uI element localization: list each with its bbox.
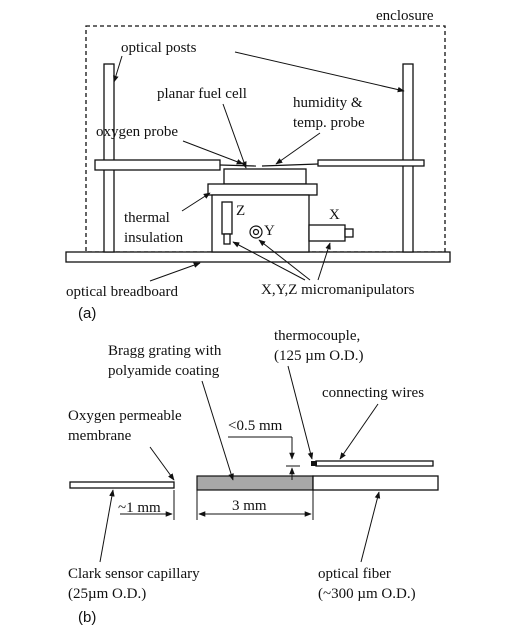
- optical-post-right: [402, 63, 414, 253]
- humidity-label-line2: temp. probe: [293, 115, 365, 131]
- thermocouple-label-line1: thermocouple,: [274, 328, 360, 344]
- micro-leader-y: [258, 239, 311, 281]
- axis-x-label: X: [329, 207, 340, 223]
- thermocouple-label-line2: (125 µm O.D.): [274, 348, 363, 364]
- panel-a-label: (a): [78, 305, 96, 322]
- optical-posts-label: optical posts: [121, 40, 197, 56]
- breadboard-leader: [149, 262, 201, 282]
- micro-leader-x: [317, 242, 331, 281]
- part-b-sensor: thermocouple, (125 µm O.D.) Bragg gratin…: [68, 328, 439, 626]
- humidity-label-line1: humidity &: [293, 95, 363, 111]
- axis-y-label: Y: [264, 223, 275, 239]
- x-manipulator: [308, 224, 346, 242]
- optical-post-left: [103, 63, 115, 253]
- z-manipulator-knob: [223, 233, 231, 245]
- micromanipulators-label: X,Y,Z micromanipulators: [261, 282, 415, 298]
- thermal-label-line2: insulation: [124, 230, 184, 246]
- oxygen-probe-label: oxygen probe: [96, 124, 178, 140]
- axis-z-label: Z: [236, 203, 245, 219]
- clark-label-line2: (25µm O.D.): [68, 586, 146, 602]
- oxygen-membrane-label-line2: membrane: [68, 428, 132, 444]
- micro-leader-z: [232, 241, 306, 281]
- thermocouple-tip: [311, 461, 317, 466]
- gap-1mm-label: ~1 mm: [118, 500, 161, 516]
- enclosure-label: enclosure: [376, 8, 434, 24]
- oxygen-membrane-leader: [149, 446, 175, 481]
- clark-label-line1: Clark sensor capillary: [68, 566, 200, 582]
- connecting-wires: [315, 460, 434, 467]
- planar-fuel-cell: [223, 168, 307, 185]
- clark-leader: [99, 489, 115, 563]
- fuel-cell-plate: [207, 183, 318, 196]
- fuel-cell-leader: [222, 103, 247, 169]
- bragg-label-line2: polyamide coating: [108, 363, 220, 379]
- x-manipulator-knob: [344, 228, 354, 238]
- oxygen-probe-leader: [182, 140, 244, 165]
- length-3mm-label: 3 mm: [232, 498, 267, 514]
- humidity-probe-tip: [261, 163, 319, 167]
- panel-b-label: (b): [78, 609, 96, 626]
- bragg-label-line1: Bragg grating with: [108, 343, 222, 359]
- fiber-label-line2: (~300 µm O.D.): [318, 586, 416, 602]
- thermal-leader: [181, 192, 211, 212]
- thermal-label-line1: thermal: [124, 210, 170, 226]
- fiber-label-line1: optical fiber: [318, 566, 391, 582]
- connecting-wires-label: connecting wires: [322, 385, 424, 401]
- oxygen-probe-tip: [219, 164, 257, 167]
- gap-small-label: <0.5 mm: [228, 418, 283, 434]
- connecting-wires-leader: [339, 403, 379, 460]
- z-manipulator: [221, 201, 233, 235]
- optical-fiber: [312, 475, 439, 491]
- y-manipulator-inner: [252, 228, 260, 236]
- humidity-leader: [275, 132, 321, 165]
- planar-fuel-cell-label: planar fuel cell: [157, 86, 247, 102]
- bragg-grating: [196, 475, 314, 491]
- oxygen-probe-arm: [94, 159, 221, 171]
- optical-breadboard-label: optical breadboard: [66, 284, 179, 300]
- optical-posts-leader-right: [234, 51, 405, 93]
- oxygen-membrane-label-line1: Oxygen permeable: [68, 408, 182, 424]
- fiber-leader: [360, 491, 381, 563]
- optical-breadboard: [65, 251, 451, 263]
- part-a-setup: enclosure optical breadboard optical pos…: [65, 8, 451, 322]
- clark-capillary: [69, 481, 175, 489]
- optical-posts-leader-left: [113, 55, 123, 83]
- bragg-leader: [201, 380, 234, 481]
- thermocouple-leader: [287, 365, 314, 460]
- humidity-probe-arm: [317, 159, 425, 167]
